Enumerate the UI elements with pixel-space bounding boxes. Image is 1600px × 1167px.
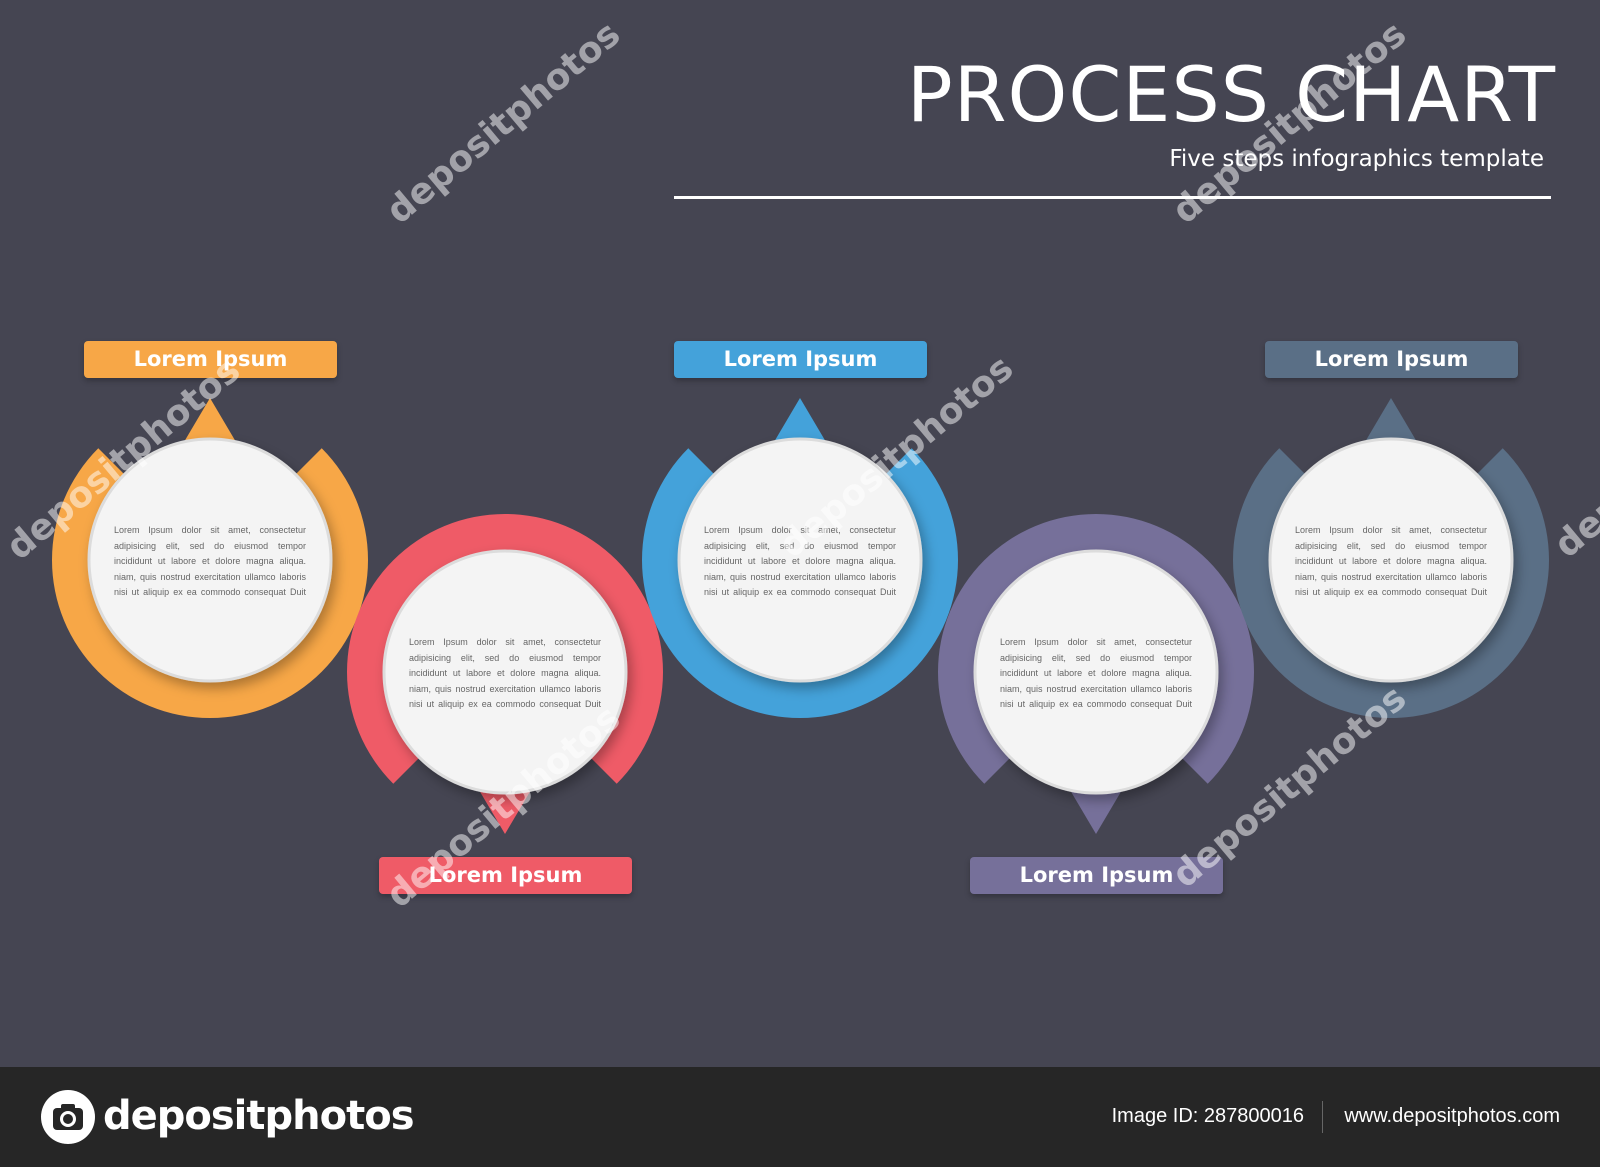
step-2-text: Lorem Ipsum dolor sit amet, consectetur …: [409, 637, 601, 710]
page-title: PROCESS CHART: [906, 50, 1556, 139]
step-3-label: Lorem Ipsum: [674, 341, 927, 378]
process-diagram: [52, 398, 1549, 834]
step-4-label: Lorem Ipsum: [970, 857, 1223, 894]
step-4-text: Lorem Ipsum dolor sit amet, consectetur …: [1000, 637, 1192, 710]
title-divider: [674, 196, 1551, 199]
step-1-circle: [87, 437, 333, 683]
step-2-label: Lorem Ipsum: [379, 857, 632, 894]
camera-logo-icon: [41, 1090, 95, 1144]
step-1-label: Lorem Ipsum: [84, 341, 337, 378]
footer-bar: depositphotos Image ID: 287800016 www.de…: [0, 1067, 1600, 1167]
step-3-pointer: [774, 398, 826, 442]
step-1-text: Lorem Ipsum dolor sit amet, consectetur …: [114, 525, 306, 598]
image-id: Image ID: 287800016: [1111, 1105, 1304, 1127]
site-url-link[interactable]: www.depositphotos.com: [1344, 1105, 1560, 1127]
step-2-pointer: [479, 790, 531, 834]
step-5-text: Lorem Ipsum dolor sit amet, consectetur …: [1295, 525, 1487, 598]
step-1-pointer: [184, 398, 236, 442]
brand-name: depositphotos: [103, 1093, 415, 1139]
page-subtitle: Five steps infographics template: [1169, 146, 1544, 172]
step-3-text: Lorem Ipsum dolor sit amet, consectetur …: [704, 525, 896, 598]
step-5-label: Lorem Ipsum: [1265, 341, 1518, 378]
step-3-circle: [677, 437, 923, 683]
step-2-circle: [382, 549, 628, 795]
step-4-pointer: [1070, 790, 1122, 834]
step-5-circle: [1268, 437, 1514, 683]
footer-separator: [1322, 1101, 1323, 1133]
step-4-circle: [973, 549, 1219, 795]
step-5-pointer: [1365, 398, 1417, 442]
